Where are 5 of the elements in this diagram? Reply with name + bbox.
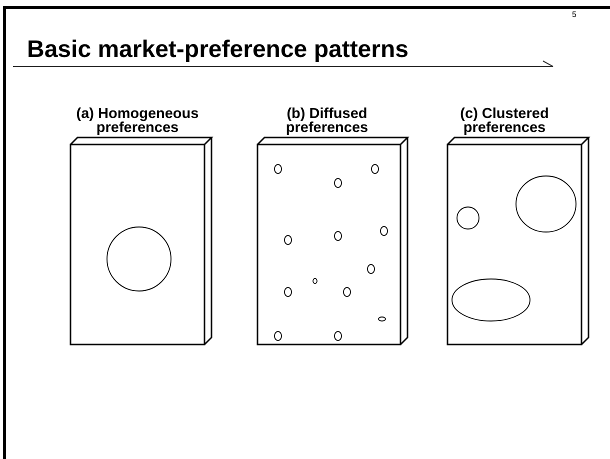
slide-title: Basic market-preference patterns [27, 36, 409, 64]
panel-heading: (a) Homogeneous preferences [75, 107, 200, 135]
panel-heading: (c) Clustered preferences [459, 107, 550, 135]
panel-heading: (b) Diffused preferences [284, 107, 370, 135]
page-number: 5 [572, 10, 576, 19]
